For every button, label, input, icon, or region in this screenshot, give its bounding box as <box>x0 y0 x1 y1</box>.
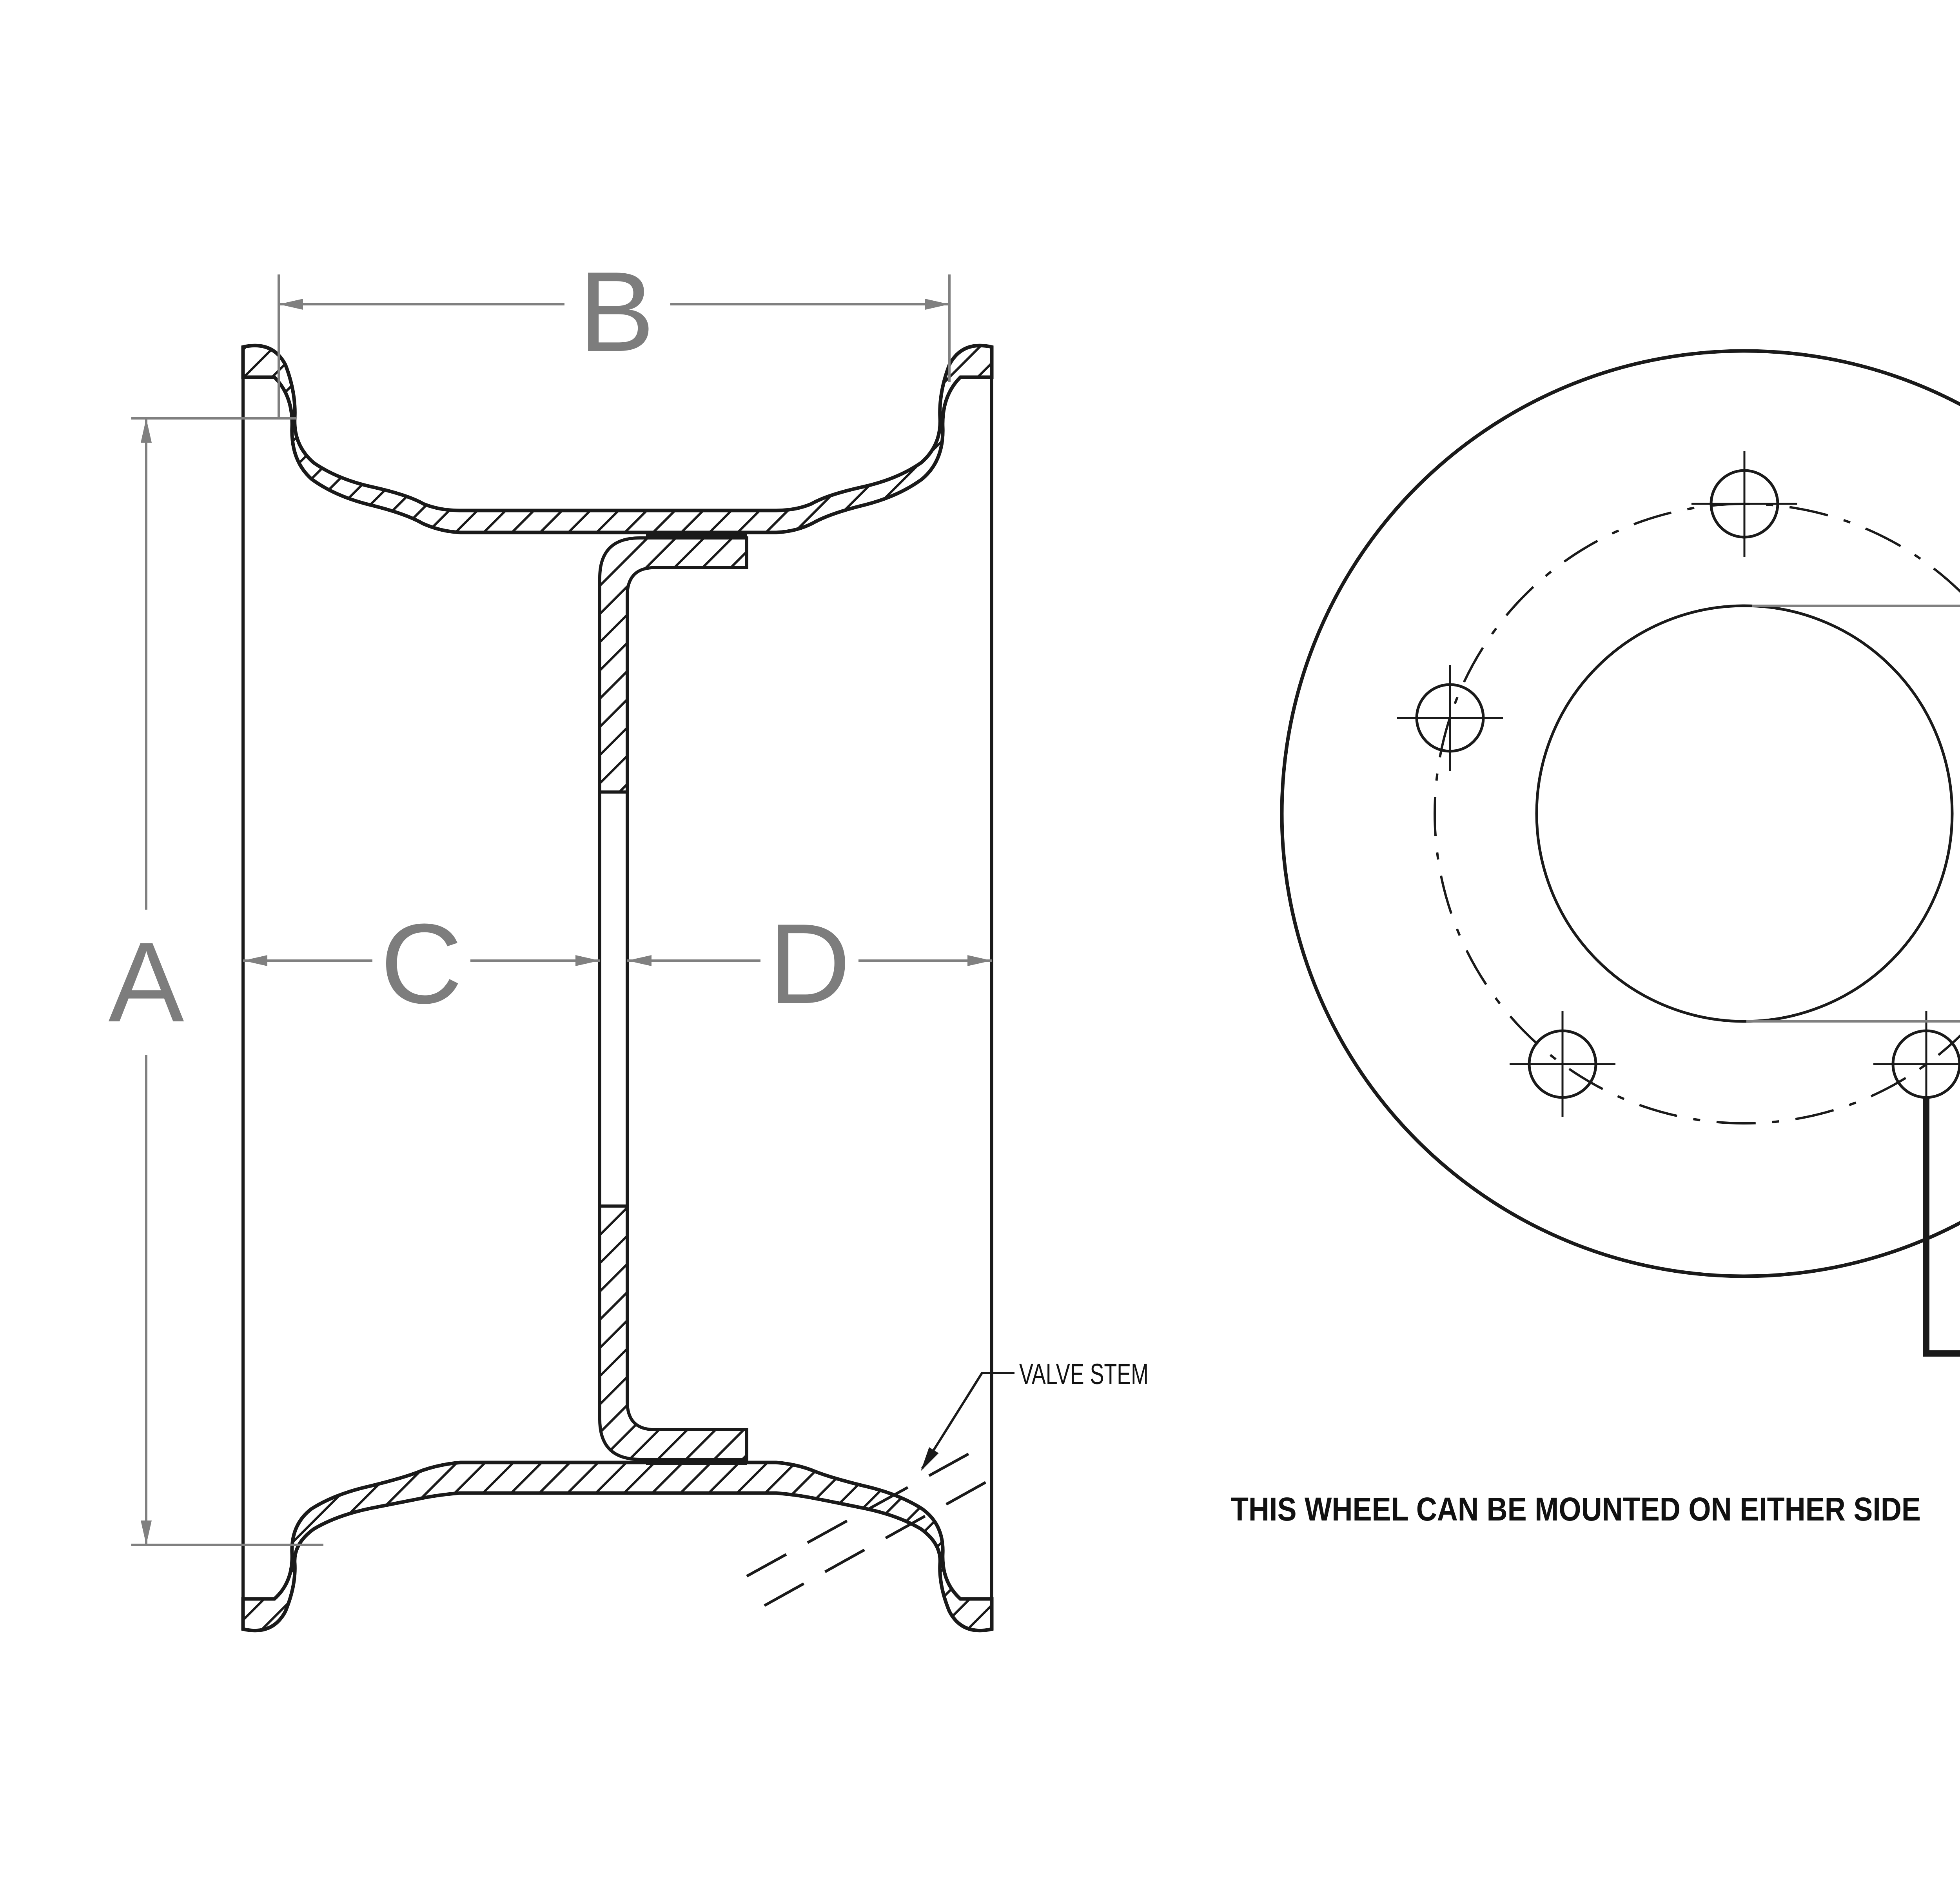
bolt-hole-center-mark <box>1873 1011 1960 1117</box>
disc-upper-hatch <box>598 536 748 794</box>
wheel-disc-section <box>598 532 748 1465</box>
disc-lower-hatch <box>598 1204 748 1461</box>
rim-bottom-section <box>241 1461 994 1633</box>
front-view: E F <box>1280 349 1960 1357</box>
valve-stem-feature <box>746 1446 993 1607</box>
wheel-outer-circle <box>1280 349 1960 1278</box>
valve-stem-hidden-line <box>764 1477 993 1607</box>
valve-stem-label: VALVE STEM <box>1019 1358 1149 1390</box>
detail-pointer-line <box>1923 1098 1960 1357</box>
valve-stem-hidden-line <box>746 1446 981 1578</box>
cross-section-view: VALVE STEM A B C <box>108 248 1149 1633</box>
bolt-circle <box>1434 503 1960 1124</box>
valve-stem-callout: VALVE STEM <box>916 1358 1149 1474</box>
dimension-label-b: B <box>579 248 654 375</box>
dimension-label-a: A <box>108 919 185 1046</box>
mounting-note: THIS WHEEL CAN BE MOUNTED ON EITHER SIDE <box>1231 1491 1921 1528</box>
bolt-hole-center-mark <box>1510 1011 1615 1117</box>
valve-stem-leader <box>921 1372 1014 1470</box>
dim-a-arrow-up <box>141 418 152 443</box>
bolt-hole-top <box>1691 451 1797 557</box>
dim-b-arrow-left <box>279 299 303 310</box>
rim-top-section <box>241 343 994 534</box>
dim-d-arrow-right <box>967 955 992 966</box>
bolt-hole-bottom-right <box>1873 1011 1960 1117</box>
dim-a-arrow-down <box>141 1520 152 1545</box>
bolt-hole-center-mark <box>1691 451 1797 557</box>
dimension-a: A <box>108 417 323 1546</box>
bolt-hole-center-mark <box>1397 665 1503 771</box>
dimension-b: B <box>278 248 951 418</box>
bolt-hole-bottom-left <box>1510 1011 1615 1117</box>
bolt-hole-left <box>1397 665 1503 771</box>
dimension-label-c: C <box>380 900 462 1027</box>
dim-d-arrow-left <box>627 955 652 966</box>
center-bore-circle <box>1535 604 1954 1023</box>
dim-c-arrow-right <box>575 955 600 966</box>
dimension-label-d: D <box>768 900 850 1027</box>
dim-b-arrow-right <box>925 299 949 310</box>
dimension-d: D <box>627 900 992 1027</box>
dimension-c: C <box>243 900 600 1027</box>
dim-c-arrow-left <box>243 955 267 966</box>
valve-stem-arrowhead <box>916 1447 939 1474</box>
detail-pointer <box>1923 1098 1960 1357</box>
dimension-f: F <box>1746 605 1960 1023</box>
